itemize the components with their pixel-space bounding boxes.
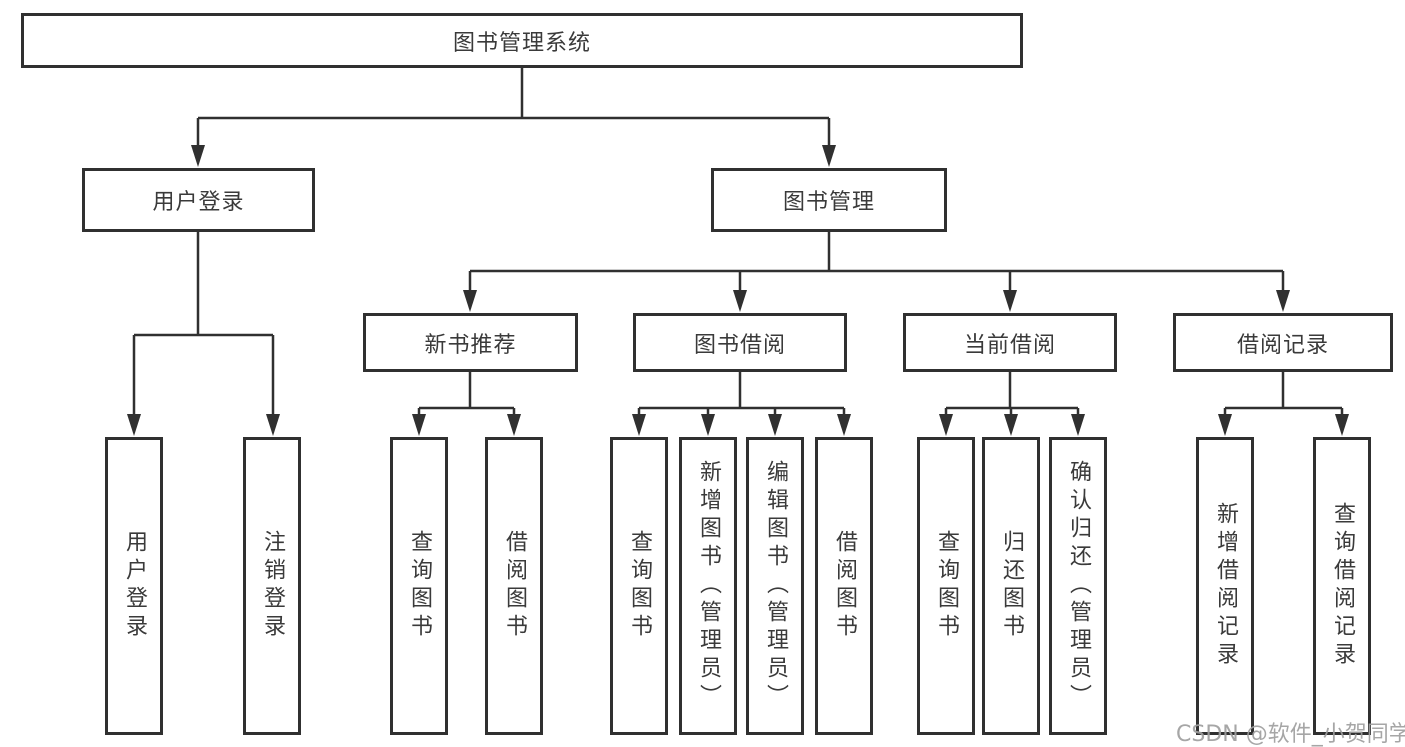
- leaf-confirm-return-admin: 确认归还（管理员）: [1049, 437, 1107, 735]
- node-label: 借阅图书: [832, 530, 857, 642]
- node-label: 注销登录: [260, 530, 285, 642]
- node-label: 新书推荐: [424, 332, 517, 358]
- leaf-add-books-admin: 新增图书（管理员）: [679, 437, 737, 735]
- node-label: 用户登录: [152, 190, 245, 215]
- leaf-query-borrow-record: 查询借阅记录: [1313, 437, 1371, 735]
- leaf-return-books: 归还图书: [982, 437, 1040, 735]
- node-system-root: 图书管理系统: [21, 13, 1023, 68]
- node-label: 图书管理系统: [452, 30, 591, 56]
- node-label: 查询图书: [407, 530, 432, 642]
- node-label: 确认归还（管理员）: [1066, 460, 1091, 712]
- leaf-borrow-books: 借阅图书: [815, 437, 873, 735]
- leaf-query-books-borrow: 查询图书: [610, 437, 668, 735]
- node-label: 编辑图书（管理员）: [763, 460, 788, 712]
- node-label: 图书管理: [782, 190, 875, 215]
- arrowheads: [127, 145, 1349, 436]
- node-label: 用户登录: [122, 530, 147, 642]
- node-book-management: 图书管理: [711, 168, 947, 232]
- node-book-borrow: 图书借阅: [633, 313, 847, 372]
- node-borrow-records: 借阅记录: [1173, 313, 1393, 372]
- leaf-add-borrow-record: 新增借阅记录: [1196, 437, 1254, 735]
- node-user-login: 用户登录: [82, 168, 315, 232]
- node-label: 借阅记录: [1236, 332, 1329, 358]
- node-label: 查询图书: [934, 530, 959, 642]
- node-label: 图书借阅: [693, 332, 786, 358]
- node-current-borrow: 当前借阅: [903, 313, 1117, 372]
- leaf-query-books-current: 查询图书: [917, 437, 975, 735]
- node-label: 借阅图书: [502, 530, 527, 642]
- node-label: 新增图书（管理员）: [696, 460, 721, 712]
- node-label: 查询借阅记录: [1330, 502, 1355, 670]
- leaf-query-books-recommend: 查询图书: [390, 437, 448, 735]
- node-label: 新增借阅记录: [1213, 502, 1238, 670]
- leaf-logout: 注销登录: [243, 437, 301, 735]
- leaf-edit-books-admin: 编辑图书（管理员）: [746, 437, 804, 735]
- node-new-book-recommend: 新书推荐: [363, 313, 578, 372]
- leaf-borrow-books-recommend: 借阅图书: [485, 437, 543, 735]
- node-label: 当前借阅: [963, 332, 1056, 358]
- csdn-watermark: CSDN @软件_小贺同学: [1176, 722, 1405, 747]
- node-label: 归还图书: [999, 530, 1024, 642]
- leaf-user-login: 用户登录: [105, 437, 163, 735]
- node-label: 查询图书: [627, 530, 652, 642]
